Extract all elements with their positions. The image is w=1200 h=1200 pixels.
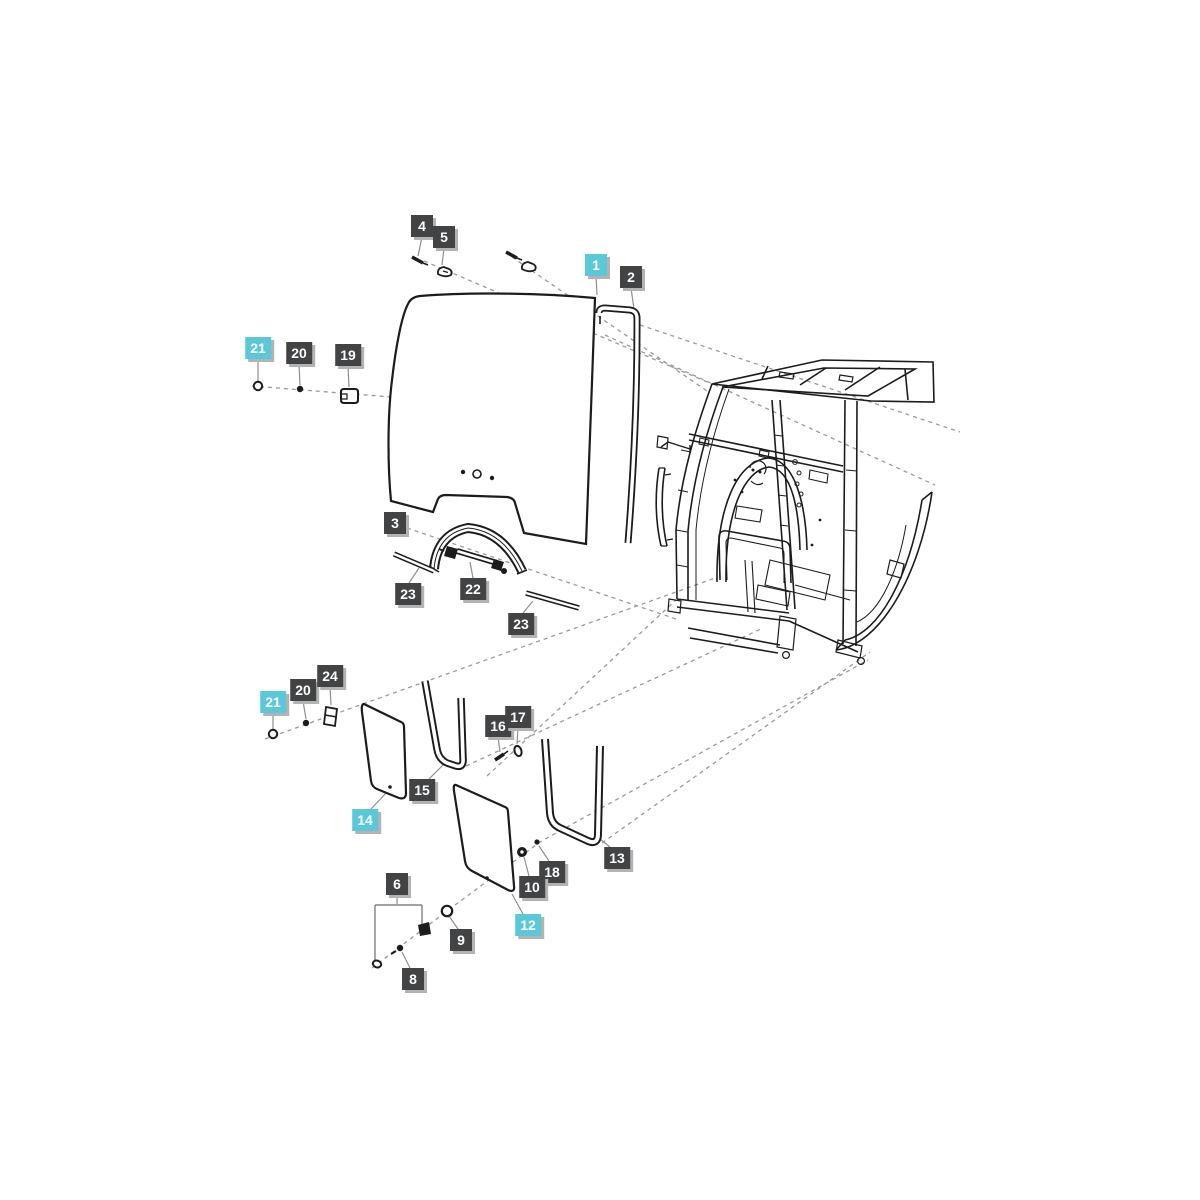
callout-5[interactable]: 5 (433, 226, 455, 248)
clip-19 (340, 388, 359, 404)
clip (520, 261, 537, 273)
cab-frame (655, 359, 935, 665)
callout-24[interactable]: 24 (317, 665, 343, 687)
bolt-8 (396, 944, 404, 952)
callout-22[interactable]: 22 (460, 578, 486, 600)
callout-8[interactable]: 8 (402, 968, 424, 990)
callout-12[interactable]: 12 (515, 914, 541, 936)
trim-arch (428, 522, 528, 575)
quarter-glass-upper (360, 702, 408, 800)
bolt (534, 839, 540, 845)
callout-16[interactable]: 16 (485, 715, 511, 737)
washer (252, 380, 264, 392)
callout-17[interactable]: 17 (505, 706, 531, 728)
callout-15[interactable]: 15 (409, 779, 435, 801)
callout-9[interactable]: 9 (450, 929, 472, 951)
callout-13[interactable]: 13 (604, 847, 630, 869)
callout-1[interactable]: 1 (585, 254, 607, 276)
fasteners (252, 250, 540, 969)
bolt (296, 385, 304, 393)
callout-23[interactable]: 23 (508, 613, 534, 635)
quarter-glass-lower (452, 783, 516, 892)
callout-4[interactable]: 4 (411, 215, 433, 237)
door-handle (438, 546, 507, 574)
callout-20[interactable]: 20 (290, 679, 316, 701)
callout-21[interactable]: 21 (245, 337, 271, 359)
glass-hole-ring (472, 469, 482, 479)
callout-6[interactable]: 6 (386, 873, 408, 895)
washer (267, 728, 279, 740)
cone (418, 922, 431, 936)
callout-23[interactable]: 23 (395, 583, 421, 605)
callout-14[interactable]: 14 (352, 809, 378, 831)
callout-19[interactable]: 19 (335, 344, 361, 366)
glass-channel-upper (421, 680, 467, 771)
callout-10[interactable]: 10 (519, 876, 545, 898)
bolt (302, 719, 310, 727)
callout-2[interactable]: 2 (620, 266, 642, 288)
washer-9 (440, 904, 454, 918)
clip-17 (513, 744, 523, 758)
callout-18[interactable]: 18 (539, 861, 565, 883)
glass-run-seal (595, 304, 641, 544)
ring (371, 959, 383, 969)
callout-20[interactable]: 20 (286, 342, 312, 364)
leader-lines (257, 236, 635, 969)
trim-strips (392, 551, 580, 611)
callout-6-bracket (374, 904, 423, 960)
glass-hole (489, 475, 495, 481)
door-glass (387, 292, 597, 546)
glass-channel-lower (541, 738, 604, 847)
callout-3[interactable]: 3 (384, 512, 406, 534)
callout-21[interactable]: 21 (260, 691, 286, 713)
glass-hole (460, 469, 466, 475)
